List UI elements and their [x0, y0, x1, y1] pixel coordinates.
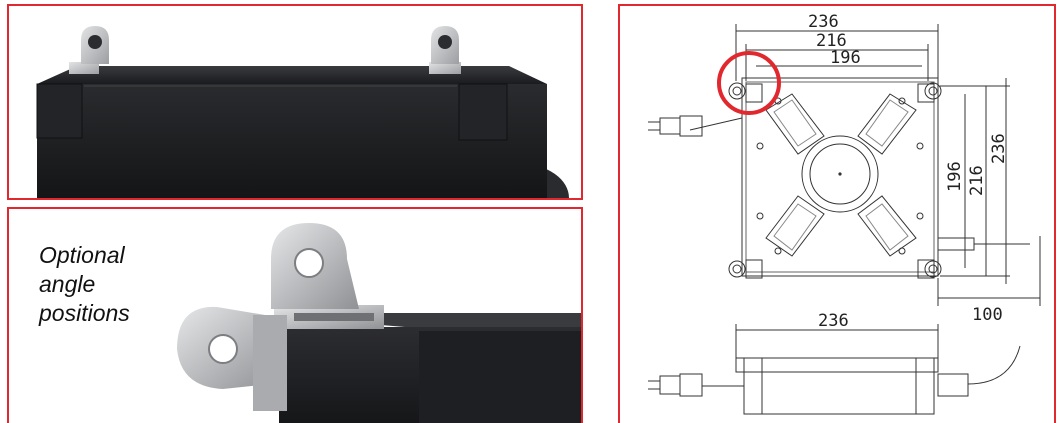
bracket-closeup-photo — [177, 223, 581, 423]
mounting-lug-right — [431, 26, 459, 64]
dim-height-inner: 196 — [945, 161, 965, 192]
dim-width-outer: 236 — [808, 12, 839, 32]
bracket-angled — [177, 306, 287, 411]
dim-side-width: 236 — [818, 311, 849, 331]
caption-line-3: positions — [39, 300, 130, 326]
caption-line-2: angle — [39, 271, 96, 297]
mounting-lug-left — [81, 26, 109, 64]
dim-height-outer: 236 — [989, 133, 1009, 164]
dimension-drawing: 236 216 196 196 216 236 100 236 — [648, 12, 1041, 415]
product-photo-closeup: Optional angle positions — [7, 207, 583, 423]
dim-width-inner: 196 — [830, 48, 861, 68]
highlight-circle — [717, 51, 781, 115]
product-photo-top — [7, 4, 583, 200]
dim-height-mid: 216 — [967, 165, 987, 196]
dim-cable-offset: 100 — [972, 305, 1003, 325]
bracket-upright — [271, 223, 359, 309]
caption-line-1: Optional — [39, 242, 125, 268]
technical-drawing: 236 216 196 196 216 236 100 236 — [618, 4, 1056, 423]
angle-caption: Optional angle positions — [39, 241, 130, 328]
dim-width-mid: 216 — [816, 31, 847, 51]
housing-top-photo — [36, 26, 569, 198]
